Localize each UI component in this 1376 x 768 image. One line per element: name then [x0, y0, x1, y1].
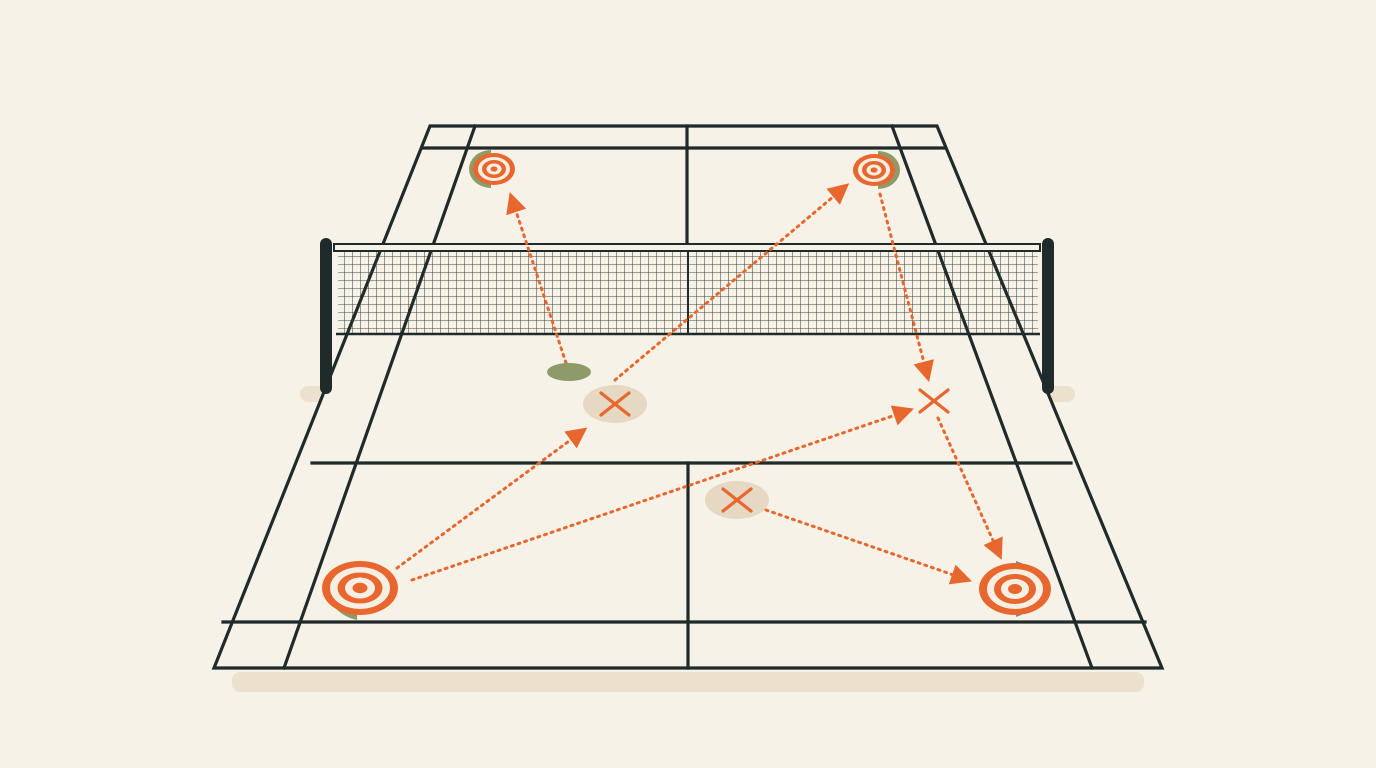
singles-sideline-right	[889, 123, 1095, 671]
net-top-tape	[333, 243, 1041, 252]
x-mark-icon	[918, 388, 950, 414]
landing-marks	[599, 388, 950, 513]
x-mark-icon	[721, 487, 753, 513]
player-target-far-left	[469, 150, 515, 188]
net	[320, 238, 1054, 394]
x-mark-icon	[599, 391, 631, 417]
court-outer-boundary	[211, 124, 1165, 670]
shot-path	[936, 416, 1003, 560]
net-post-left	[320, 238, 332, 394]
shot-path	[764, 508, 972, 585]
position-dot-icon	[547, 363, 591, 381]
player-target-near-left	[322, 561, 398, 620]
player-target-far-right	[853, 151, 900, 189]
singles-sideline-left	[281, 123, 478, 671]
shot-path	[506, 192, 568, 365]
shot-path	[613, 183, 850, 382]
concentric-target-icon	[322, 561, 398, 615]
player-target-near-right	[979, 561, 1051, 617]
court-lines	[211, 123, 1165, 671]
concentric-target-icon	[473, 153, 515, 185]
concentric-target-icon	[979, 563, 1051, 615]
shot-paths	[395, 183, 1003, 585]
net-post-right	[1042, 238, 1054, 394]
concentric-target-icon	[853, 154, 895, 186]
court-shadow-band	[232, 672, 1144, 692]
